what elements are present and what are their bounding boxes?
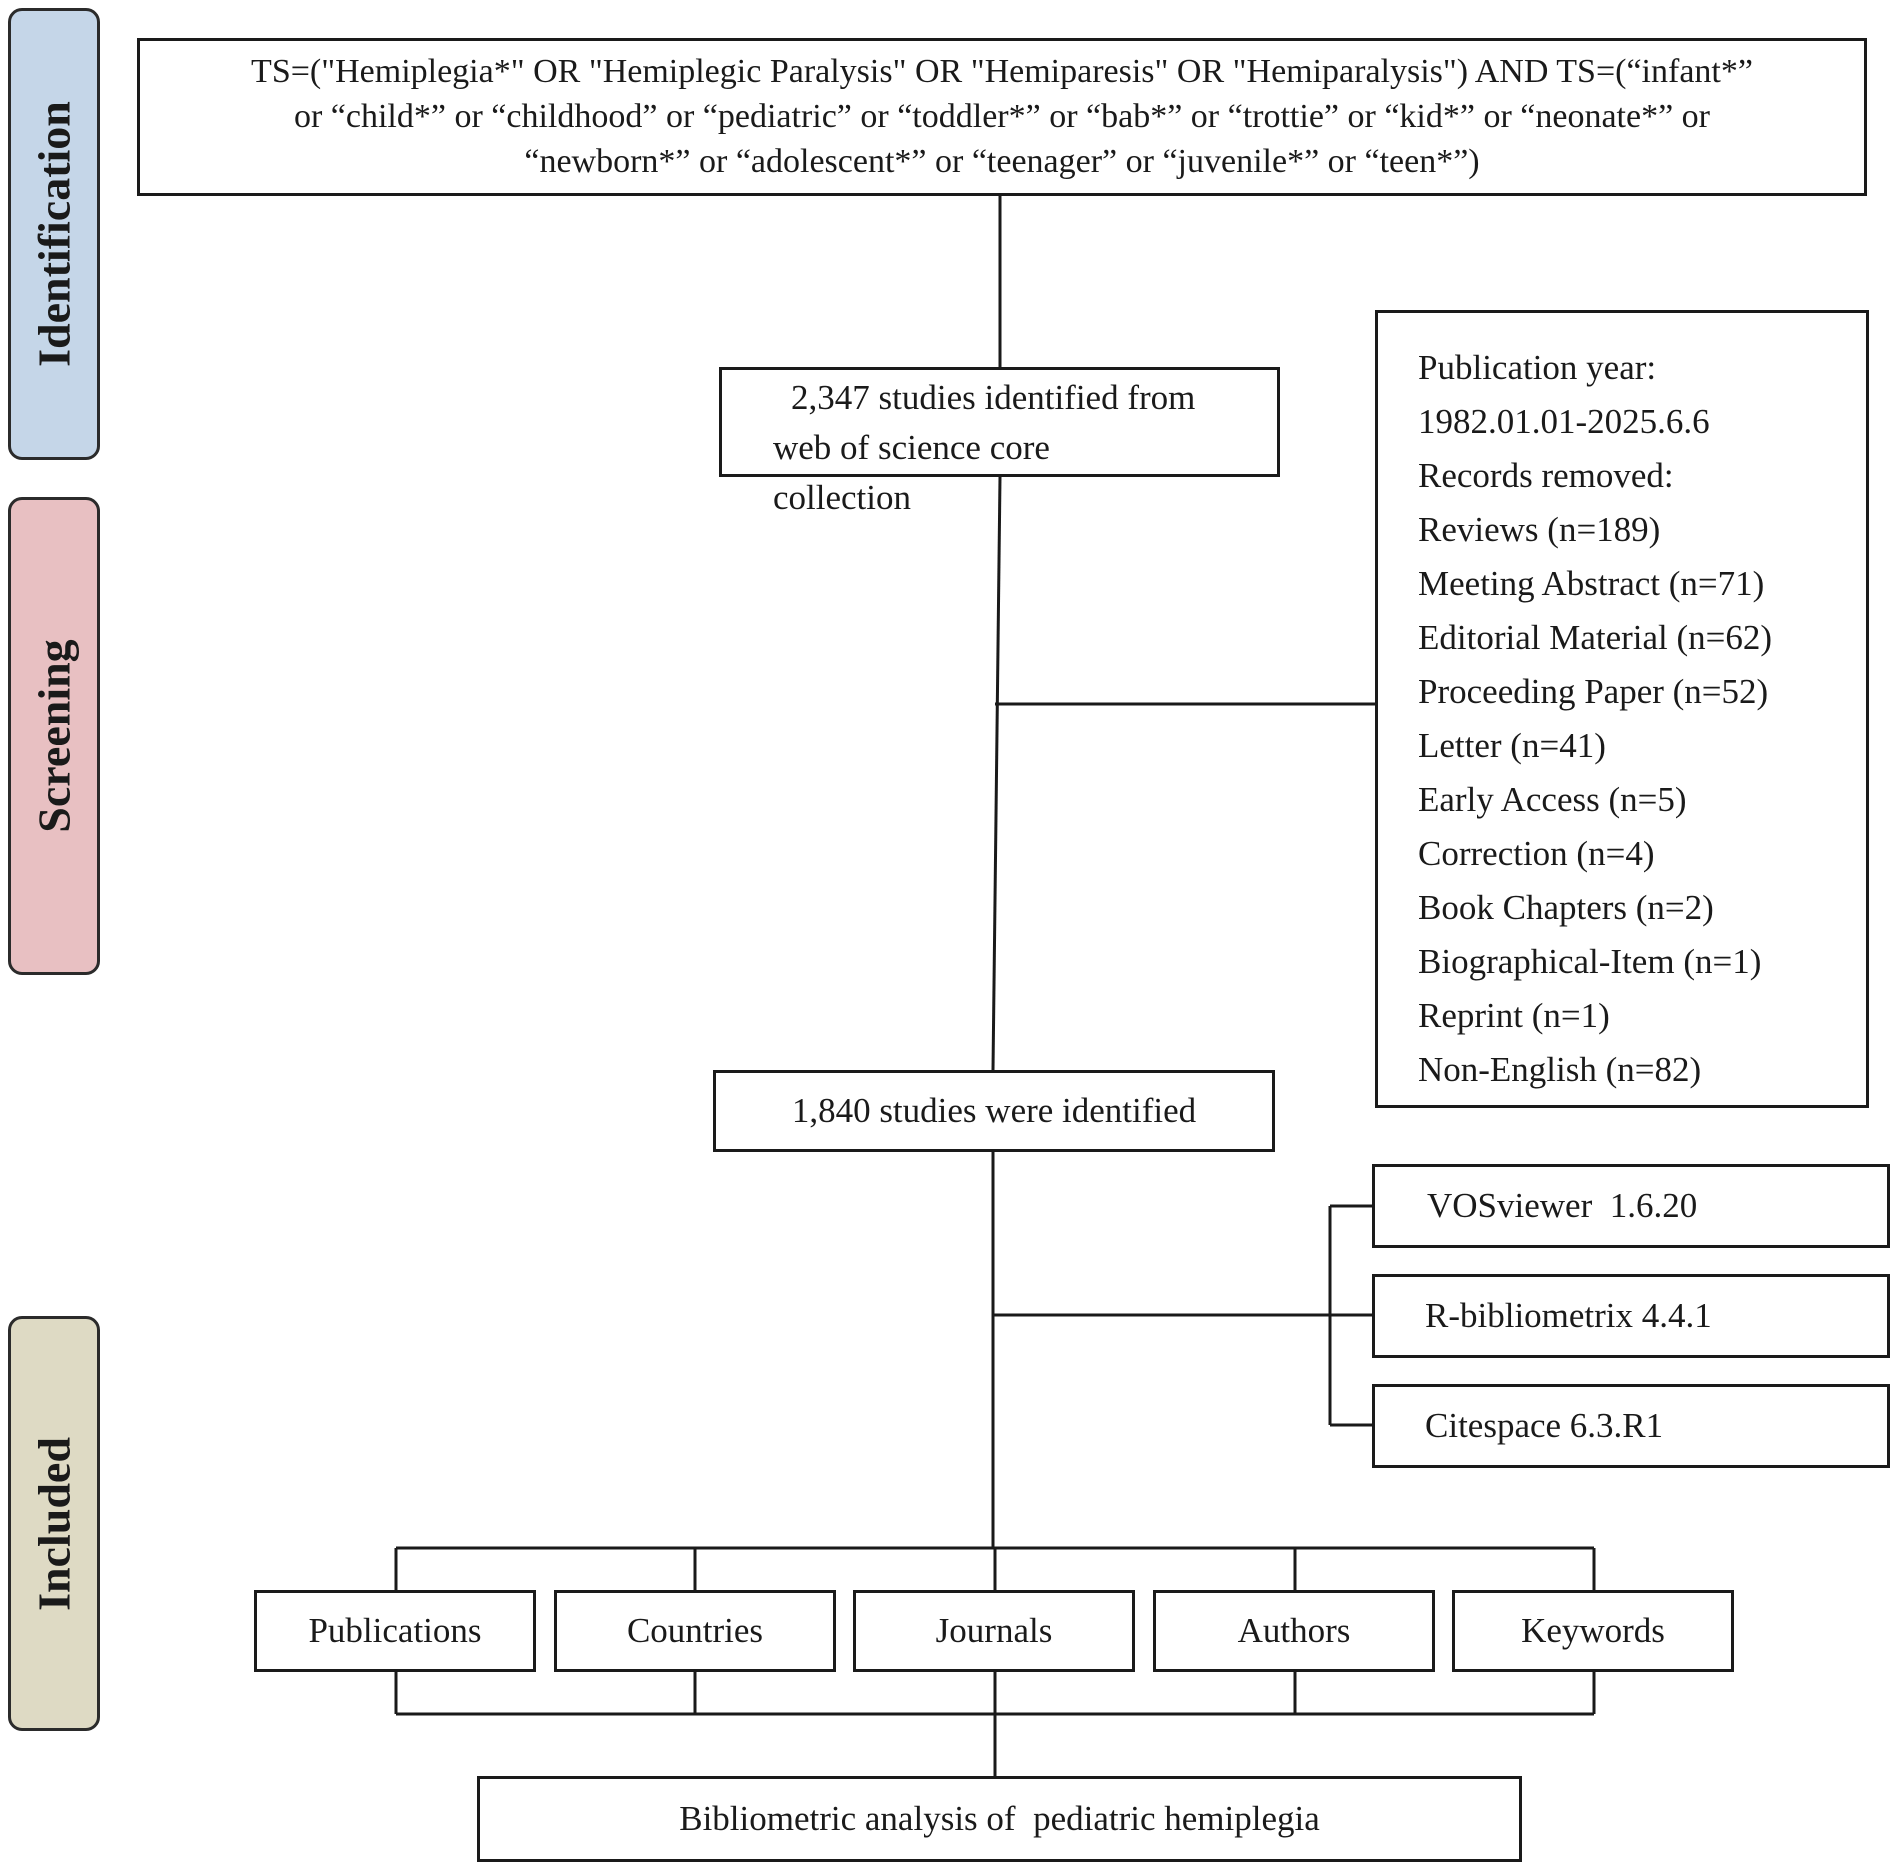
analysis-box-keywords: Keywords (1452, 1590, 1734, 1672)
exclusion-item: Records removed: (1418, 456, 1674, 495)
stage-included: Included (8, 1316, 100, 1731)
identified-studies-text: 2,347 studies identified from web of sci… (773, 373, 1293, 523)
identified-line: collection (773, 478, 912, 517)
final-analysis-box: Bibliometric analysis of pediatric hemip… (477, 1776, 1522, 1862)
connector-identified-to-screened (991, 476, 1002, 1071)
analysis-box-publications: Publications (254, 1590, 536, 1672)
exclusion-item: Early Access (n=5) (1418, 780, 1687, 819)
analysis-label: Keywords (1521, 1611, 1665, 1650)
exclusion-criteria-box: Publication year: 1982.01.01-2025.6.6 Re… (1375, 310, 1869, 1108)
tool-label: Citespace 6.3.R1 (1425, 1406, 1664, 1445)
exclusion-item: Publication year: (1418, 348, 1657, 387)
identified-line: web of science core (773, 428, 1050, 467)
stage-screening-label: Screening (28, 639, 80, 833)
analysis-box-authors: Authors (1153, 1590, 1435, 1672)
analysis-box-countries: Countries (554, 1590, 836, 1672)
exclusion-item: Book Chapters (n=2) (1418, 888, 1714, 927)
analysis-label: Countries (626, 1611, 764, 1650)
search-query-line: “newborn*” or “adolescent*” or “teenager… (524, 143, 1480, 180)
tool-box-citespace: Citespace 6.3.R1 (1372, 1384, 1890, 1468)
exclusion-item: Letter (n=41) (1418, 726, 1606, 765)
search-query-box: TS=("Hemiplegia*" OR "Hemiplegic Paralys… (137, 38, 1867, 196)
exclusion-item: 1982.01.01-2025.6.6 (1418, 402, 1710, 441)
analysis-label: Journals (935, 1611, 1053, 1650)
tool-box-bibliometrix: R-bibliometrix 4.4.1 (1372, 1274, 1890, 1358)
tool-label: R-bibliometrix 4.4.1 (1425, 1296, 1712, 1335)
exclusion-item: Reprint (n=1) (1418, 996, 1610, 1035)
exclusion-item: Biographical-Item (n=1) (1418, 942, 1762, 981)
identified-line: 2,347 studies identified from (791, 378, 1196, 417)
exclusion-item: Non-English (n=82) (1418, 1050, 1702, 1089)
exclusion-item: Proceeding Paper (n=52) (1418, 672, 1769, 711)
analysis-label: Authors (1237, 1611, 1351, 1650)
exclusion-item: Editorial Material (n=62) (1418, 618, 1773, 657)
tool-label: VOSviewer 1.6.20 (1427, 1186, 1698, 1225)
analysis-box-journals: Journals (853, 1590, 1135, 1672)
search-query-line: TS=("Hemiplegia*" OR "Hemiplegic Paralys… (251, 53, 1753, 90)
screened-studies-box: 1,840 studies were identified (713, 1070, 1275, 1152)
analysis-label: Publications (308, 1611, 482, 1650)
screened-studies-label: 1,840 studies were identified (791, 1091, 1197, 1130)
exclusion-item: Meeting Abstract (n=71) (1418, 564, 1765, 603)
final-analysis-label: Bibliometric analysis of pediatric hemip… (679, 1799, 1320, 1838)
exclusion-item: Reviews (n=189) (1418, 510, 1661, 549)
tool-box-vosviewer: VOSviewer 1.6.20 (1372, 1164, 1890, 1248)
stage-included-label: Included (28, 1436, 80, 1611)
stage-identification-label: Identification (28, 101, 80, 367)
stage-screening: Screening (8, 497, 100, 975)
exclusion-item: Correction (n=4) (1418, 834, 1655, 873)
stage-identification: Identification (8, 8, 100, 460)
search-query-line: or “child*” or “childhood” or “pediatric… (293, 98, 1710, 135)
identified-studies-box (719, 367, 1280, 477)
